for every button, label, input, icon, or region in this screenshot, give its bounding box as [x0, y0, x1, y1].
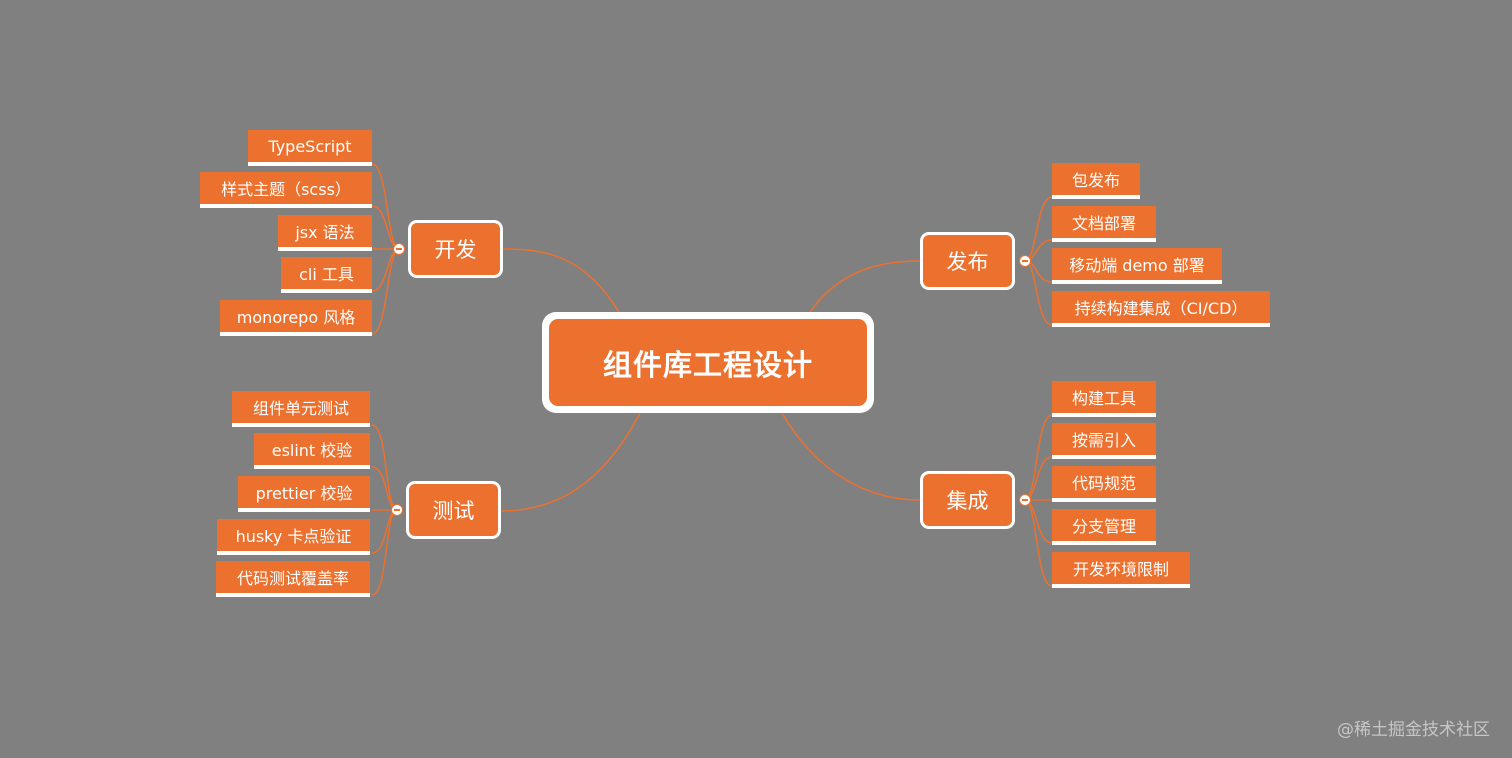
branch-label-dev: 开发 — [411, 223, 500, 275]
leaf-dev-3[interactable]: cli 工具 — [281, 257, 372, 293]
connector-line-21 — [1024, 499, 1053, 544]
leaf-publish-0[interactable]: 包发布 — [1052, 163, 1140, 199]
leaf-test-2[interactable]: prettier 校验 — [238, 476, 370, 512]
connector-line-1 — [500, 412, 641, 512]
leaf-integrate-0[interactable]: 构建工具 — [1052, 381, 1156, 417]
connector-line-2 — [809, 260, 921, 313]
leaf-integrate-4[interactable]: 开发环境限制 — [1052, 552, 1190, 588]
branch-node-integrate[interactable]: 集成 — [920, 471, 1015, 529]
minus-icon — [1022, 499, 1028, 501]
leaf-test-0[interactable]: 组件单元测试 — [232, 391, 370, 427]
connector-line-5 — [371, 205, 400, 250]
leaf-publish-1[interactable]: 文档部署 — [1052, 206, 1156, 242]
branch-label-test: 测试 — [409, 484, 498, 536]
connector-line-17 — [1024, 260, 1053, 326]
leaf-publish-2[interactable]: 移动端 demo 部署 — [1052, 248, 1222, 284]
minus-icon — [1022, 260, 1028, 262]
branch-node-dev[interactable]: 开发 — [408, 220, 503, 278]
leaf-integrate-1[interactable]: 按需引入 — [1052, 423, 1156, 459]
leaf-dev-1[interactable]: 样式主题（scss） — [200, 172, 372, 208]
leaf-integrate-3[interactable]: 分支管理 — [1052, 509, 1156, 545]
branch-node-test[interactable]: 测试 — [406, 481, 501, 539]
connector-line-12 — [371, 509, 398, 554]
connector-line-10 — [371, 466, 398, 511]
root-node-label: 组件库工程设计 — [549, 319, 867, 406]
collapse-toggle-test[interactable] — [391, 504, 403, 516]
connector-line-8 — [371, 248, 400, 335]
leaf-dev-2[interactable]: jsx 语法 — [278, 215, 372, 251]
minus-icon — [396, 248, 402, 250]
connector-line-19 — [1024, 456, 1053, 501]
branch-label-integrate: 集成 — [923, 474, 1012, 526]
leaf-dev-0[interactable]: TypeScript — [248, 130, 372, 166]
branch-label-publish: 发布 — [923, 235, 1012, 287]
collapse-toggle-publish[interactable] — [1019, 255, 1031, 267]
branch-node-publish[interactable]: 发布 — [920, 232, 1015, 290]
connector-line-3 — [781, 412, 921, 501]
leaf-integrate-2[interactable]: 代码规范 — [1052, 466, 1156, 502]
leaf-test-1[interactable]: eslint 校验 — [254, 433, 370, 469]
connector-line-22 — [1024, 499, 1053, 587]
root-node[interactable]: 组件库工程设计 — [542, 312, 874, 413]
connector-line-7 — [371, 248, 400, 292]
minus-icon — [394, 509, 400, 511]
watermark: @稀土掘金技术社区 — [1337, 720, 1490, 740]
connector-line-0 — [502, 248, 621, 315]
leaf-dev-4[interactable]: monorepo 风格 — [220, 300, 372, 336]
leaf-test-4[interactable]: 代码测试覆盖率 — [216, 561, 370, 597]
collapse-toggle-integrate[interactable] — [1019, 494, 1031, 506]
leaf-test-3[interactable]: husky 卡点验证 — [217, 519, 370, 555]
leaf-publish-3[interactable]: 持续构建集成（CI/CD） — [1052, 291, 1270, 327]
collapse-toggle-dev[interactable] — [393, 243, 405, 255]
connector-line-14 — [1024, 196, 1053, 262]
